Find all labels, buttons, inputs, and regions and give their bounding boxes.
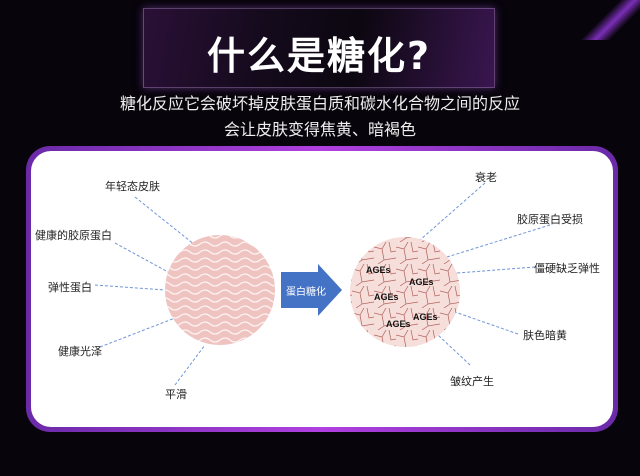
connector-lines (94, 182, 551, 386)
ages-label: AGEs (366, 265, 391, 275)
healthy-label: 健康光泽 (58, 345, 102, 358)
corner-glow (580, 0, 640, 40)
healthy-label: 平滑 (165, 388, 187, 401)
glycated-label: 皱纹产生 (450, 375, 494, 388)
healthy-label: 弹性蛋白 (48, 281, 92, 294)
subtitle-line-1: 糖化反应它会破坏掉皮肤蛋白质和碳水化合物之间的反应 (119, 94, 520, 113)
glycated-label: 胶原蛋白受损 (517, 213, 583, 226)
healthy-label: 健康的胶原蛋白 (35, 229, 112, 242)
ages-label: AGEs (374, 292, 399, 302)
page-title: 什么是糖化? (206, 34, 432, 78)
glycated-label: 衰老 (475, 171, 497, 184)
ages-label: AGEs (409, 277, 434, 287)
glycated-label: 僵硬缺乏弹性 (534, 262, 600, 275)
ages-label: AGEs (413, 312, 438, 322)
healthy-label: 年轻态皮肤 (105, 180, 160, 193)
subtitle-line-2: 会让皮肤变得焦黄、暗褐色 (223, 120, 416, 139)
arrow-icon (281, 264, 342, 316)
arrow-label: 蛋白糖化 (286, 287, 326, 298)
title-banner: 什么是糖化? (143, 8, 495, 88)
glycated-label: 肤色暗黄 (523, 329, 567, 342)
ages-label: AGEs (386, 319, 411, 329)
